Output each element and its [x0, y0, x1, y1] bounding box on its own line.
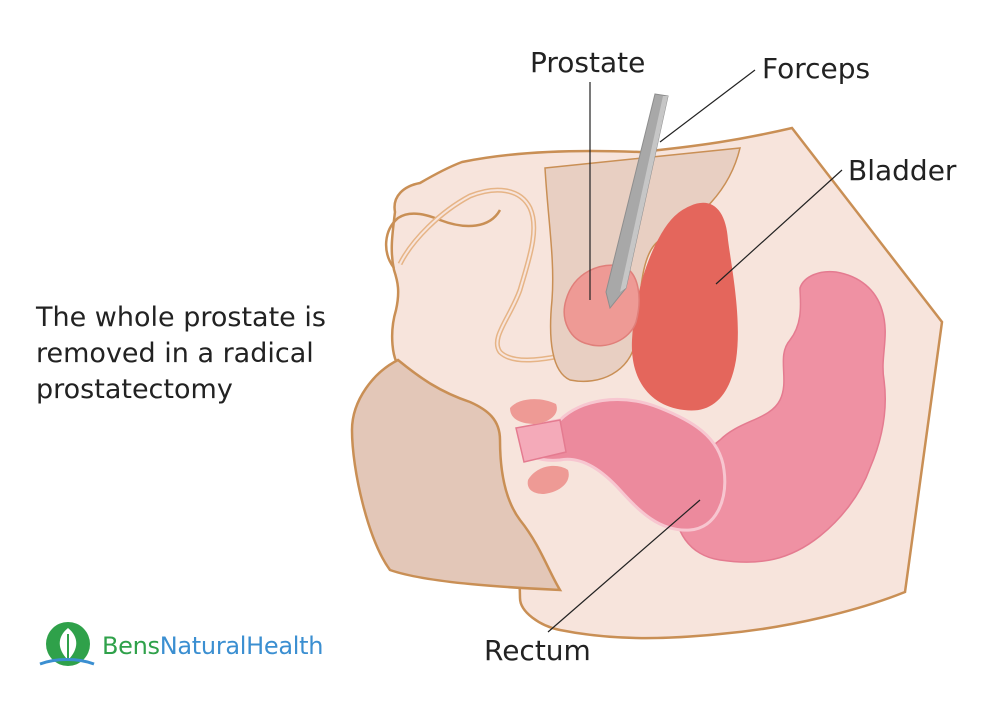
- logo: BensNaturalHealth: [38, 620, 323, 672]
- forceps-highlight: [620, 96, 668, 292]
- bladder-leader: [715, 169, 843, 285]
- caption-line-1: The whole prostate is: [36, 302, 326, 333]
- caption-line-2: removed in a radical: [36, 338, 314, 369]
- anal-tissue-top: [510, 399, 557, 424]
- forceps-leader: [659, 69, 756, 143]
- colon: [674, 270, 886, 563]
- caption-line-3: prostatectomy: [36, 374, 233, 405]
- bladder: [631, 202, 738, 411]
- rectum-leader: [547, 499, 701, 633]
- logo-text-natural-health: NaturalHealth: [159, 632, 324, 660]
- forceps-label: Forceps: [762, 52, 870, 85]
- bladder-label: Bladder: [848, 154, 957, 187]
- penis-shape: [385, 209, 502, 269]
- urethra-inner: [399, 189, 561, 361]
- pelvic-tissue: [350, 358, 563, 592]
- prostate-label: Prostate: [530, 46, 645, 79]
- rectum-label: Rectum: [484, 634, 591, 667]
- caption: The whole prostate is removed in a radic…: [36, 300, 376, 408]
- anal-tissue-bottom: [527, 465, 569, 494]
- leaf-logo-icon: [39, 622, 95, 666]
- logo-text-bens: Bens: [102, 632, 160, 660]
- anal-canal: [515, 419, 567, 463]
- logo-text: BensNaturalHealth: [102, 632, 323, 660]
